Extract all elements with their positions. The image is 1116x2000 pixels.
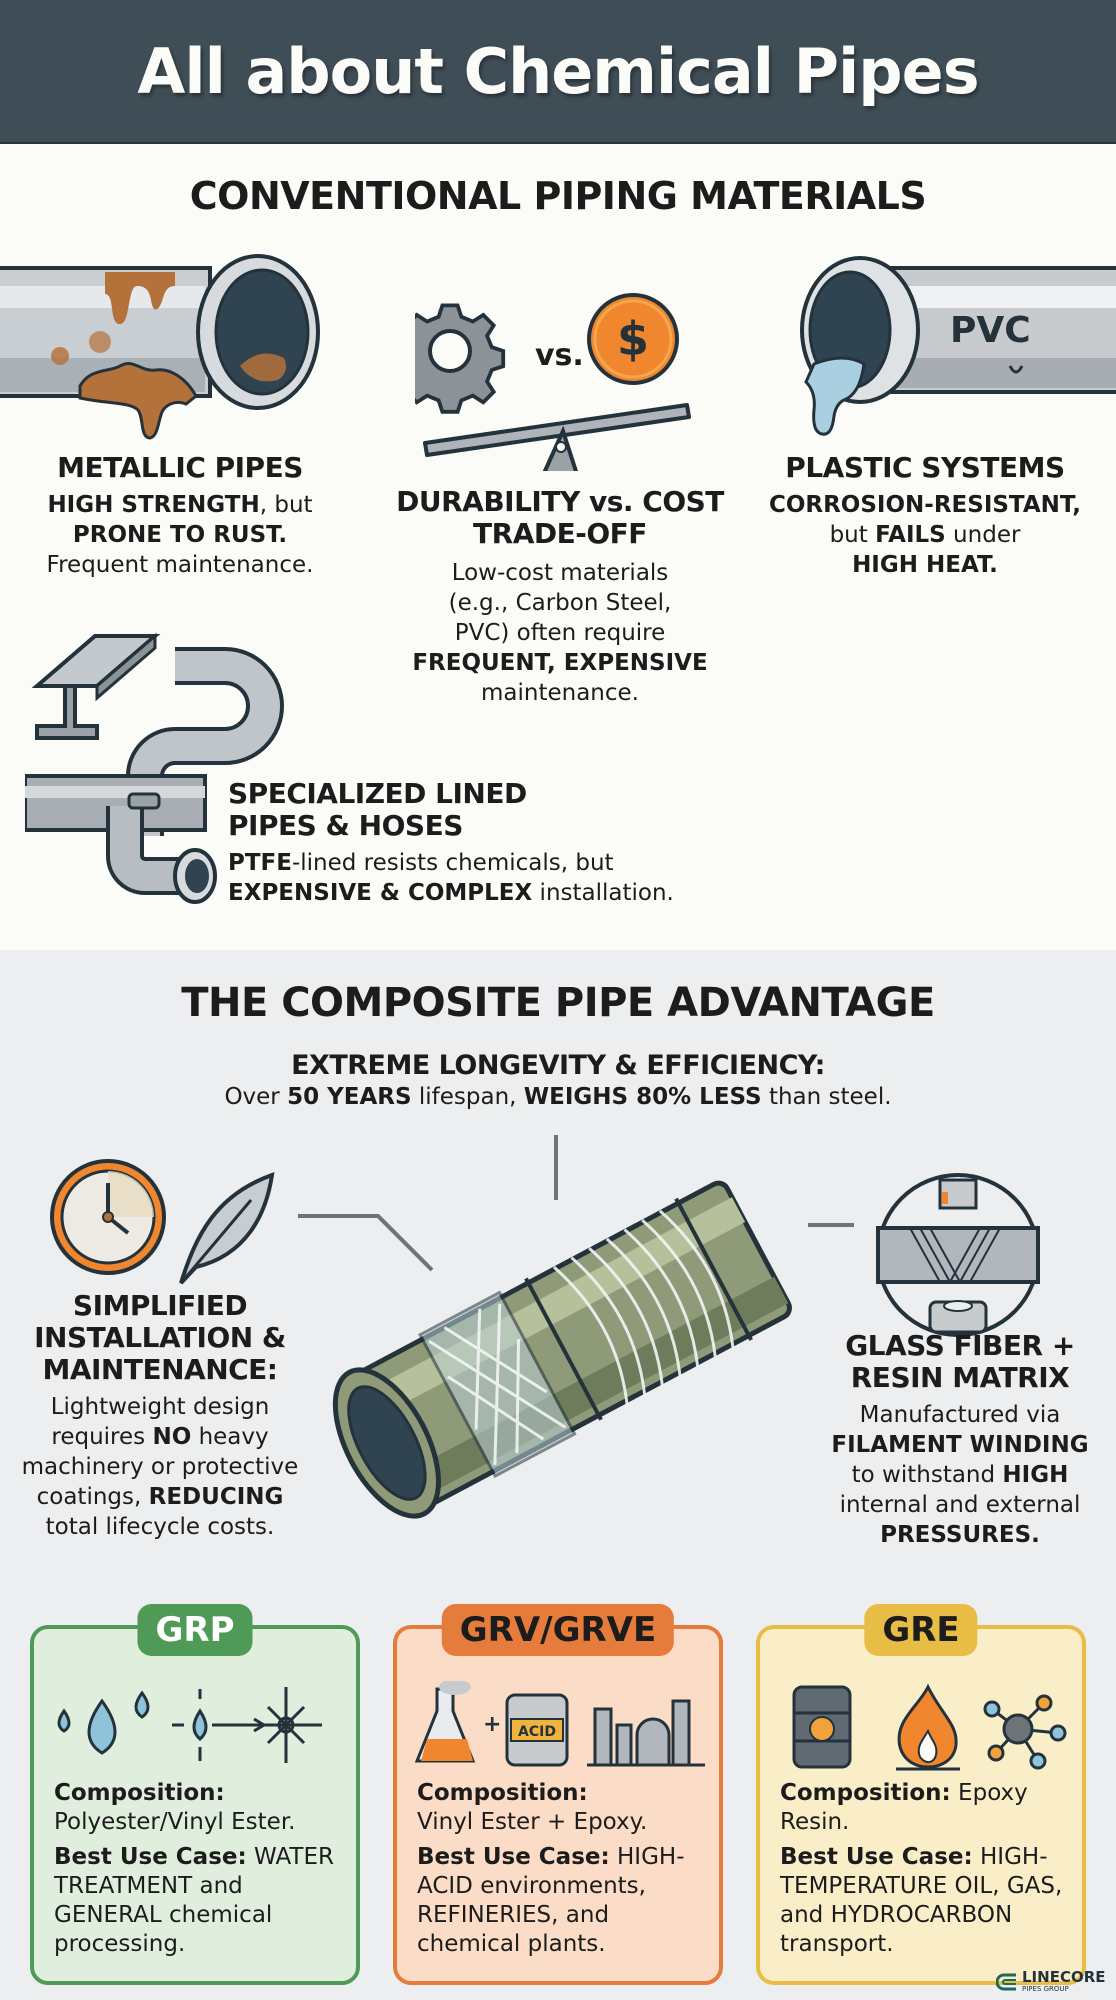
feather-icon [179,1171,275,1285]
gear-icon [415,303,506,414]
card-text: Composition: Epoxy Resin. Best Use Case:… [780,1780,1063,1957]
lined-pipes-block: SPECIALIZED LINED PIPES & HOSES PTFE-lin… [228,777,674,907]
metallic-heading: METALLIC PIPES [57,451,303,484]
svg-text:$: $ [617,312,649,366]
filament-winding-icon [876,1173,1040,1337]
section-title-conventional: CONVENTIONAL PIPING MATERIALS [189,174,927,218]
logo-name: LINECORE [1022,1968,1106,1986]
rusty-pipe-icon [0,254,320,440]
card-text: Composition:Polyester/Vinyl Ester. Best … [54,1780,334,1957]
metallic-pipes-block: METALLIC PIPES HIGH STRENGTH, but PRONE … [20,452,340,580]
page-header: All about Chemical Pipes [0,0,1116,144]
flame-icon [896,1683,960,1771]
dollar-coin-icon: $ [587,293,679,385]
molecule-icon [983,1694,1067,1770]
conventional-section: CONVENTIONAL PIPING MATERIALS vs. $ [0,146,1116,950]
svg-text:+: + [483,1712,501,1737]
card-grv-grve: GRV/GRVE + ACID Composition:Vinyl Ester … [393,1604,723,1985]
svg-text:vs.: vs. [535,338,584,373]
card-text: Composition:Vinyl Ester + Epoxy. Best Us… [417,1780,685,1957]
page-title: All about Chemical Pipes [137,34,979,108]
svg-text:ACID: ACID [518,1724,556,1740]
plastic-systems-block: PLASTIC SYSTEMS CORROSION-RESISTANT, but… [768,451,1082,579]
gre-icons [792,1683,1067,1771]
clock-icon [50,1159,166,1275]
logo-subtitle: PIPES GROUP [1022,1985,1069,1993]
i-beam-icon [31,632,161,740]
water-drops-icon [57,1690,150,1755]
longevity-block: EXTREME LONGEVITY & EFFICIENCY: Over 50 … [224,1050,892,1110]
oil-barrel-icon [792,1685,852,1769]
card-tag: GRV/GRVE [441,1604,675,1656]
card-tag: GRP [137,1604,253,1656]
pvc-pipe-icon: PVC [800,256,1116,436]
svg-text:PVC: PVC [950,310,1031,351]
lined-pipes-icon [25,632,284,904]
composite-pipe-icon [332,1180,792,1519]
refinery-icon [587,1699,705,1767]
card-grp: GRP Composition:Polyester/Vinyl Ester. B… [30,1604,360,1985]
clock-feather-icons [50,1159,275,1285]
burst-arrow-icon [172,1687,322,1763]
linecore-logo: LINECORE PIPES GROUP [996,1970,1106,1994]
acid-canister-icon: ACID [505,1693,569,1767]
flask-icon [415,1681,476,1763]
connector-lines [298,1135,854,1272]
durability-cost-block: DURABILITY vs. COST TRADE-OFF Low-cost m… [396,485,724,707]
linecore-logo-icon [996,1973,1016,1991]
grv-icons: + ACID [415,1681,705,1767]
glass-fiber-block: GLASS FIBER + RESIN MATRIX Manufactured … [831,1329,1089,1549]
card-tag: GRE [864,1604,978,1656]
grp-icons [57,1687,322,1763]
card-gre: GRE Composition: Epoxy Resin. Best Use C… [756,1604,1086,1985]
installation-block: SIMPLIFIED INSTALLATION & MAINTENANCE: L… [21,1289,299,1541]
durability-vs-cost-icon: vs. $ [415,293,691,471]
section-title-composite: THE COMPOSITE PIPE ADVANTAGE [181,980,935,1026]
